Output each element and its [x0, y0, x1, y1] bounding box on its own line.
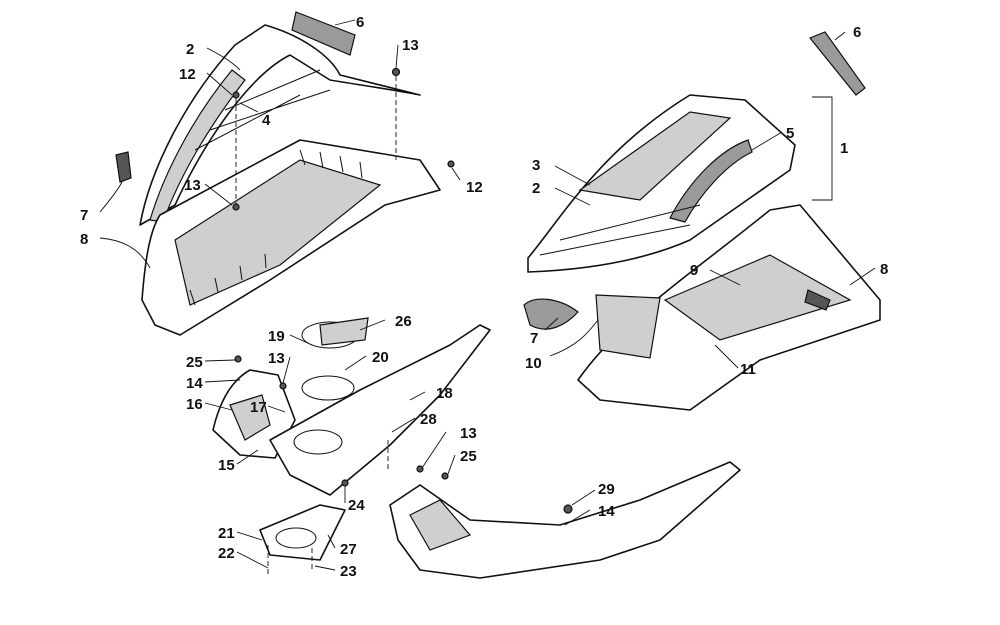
callout-2-right: 2 [532, 180, 540, 197]
callout-14-left: 14 [186, 375, 203, 392]
vent-grille-top [291, 11, 356, 56]
callout-2-left: 2 [186, 41, 194, 58]
callout-6-right: 6 [853, 24, 861, 41]
headlight-lens-left [115, 151, 132, 183]
callout-21: 21 [218, 525, 235, 542]
upper-hood-left [139, 24, 421, 226]
belly-pan-right [577, 204, 881, 411]
panel-10 [595, 294, 661, 359]
floor-panel [269, 321, 491, 496]
callout-24: 24 [348, 497, 365, 514]
callout-10: 10 [525, 355, 542, 372]
callout-25-left: 25 [186, 354, 203, 371]
callout-22: 22 [218, 545, 235, 562]
callout-23: 23 [340, 563, 357, 580]
fasteners-top-left [232, 67, 455, 211]
bracket-1 [812, 96, 833, 201]
callout-20: 20 [372, 349, 389, 366]
callout-26: 26 [395, 313, 412, 330]
callout-13-right: 13 [460, 425, 477, 442]
callout-9: 9 [690, 262, 698, 279]
callout-7-right: 7 [530, 330, 538, 347]
callout-29: 29 [598, 481, 615, 498]
callout-28: 28 [420, 411, 437, 428]
callout-8-right: 8 [880, 261, 888, 278]
hood-assembly-right [527, 94, 796, 273]
callout-13-mid: 13 [184, 177, 201, 194]
callout-17: 17 [250, 399, 267, 416]
callout-7-left: 7 [80, 207, 88, 224]
callout-5: 5 [786, 125, 794, 142]
callout-12-top: 12 [179, 66, 196, 83]
fasteners-bottom [234, 355, 573, 514]
callout-15: 15 [218, 457, 235, 474]
callout-6-left: 6 [356, 14, 364, 31]
callout-1: 1 [840, 140, 848, 157]
callout-25-right: 25 [460, 448, 477, 465]
callout-18: 18 [436, 385, 453, 402]
leader-lines [99, 19, 876, 575]
vent-grille-right [809, 31, 866, 96]
callout-19: 19 [268, 328, 285, 345]
callout-4: 4 [262, 112, 271, 129]
callout-13-top: 13 [402, 37, 419, 54]
callout-14-right: 14 [598, 503, 615, 520]
shield-26 [319, 317, 369, 346]
callout-3: 3 [532, 157, 540, 174]
ring-plate-21 [259, 504, 346, 561]
callout-16: 16 [186, 396, 203, 413]
callout-11: 11 [740, 361, 756, 378]
callout-13-bottom: 13 [268, 350, 285, 367]
headlight-lens-right [523, 298, 579, 330]
callout-27: 27 [340, 541, 357, 558]
belly-pan-left [141, 139, 441, 336]
callout-12-right: 12 [466, 179, 483, 196]
callout-8-left: 8 [80, 231, 88, 248]
running-board [389, 461, 741, 579]
callout-labels: 1 2 2 3 4 5 6 6 7 7 8 8 9 10 11 12 12 13… [80, 14, 888, 580]
